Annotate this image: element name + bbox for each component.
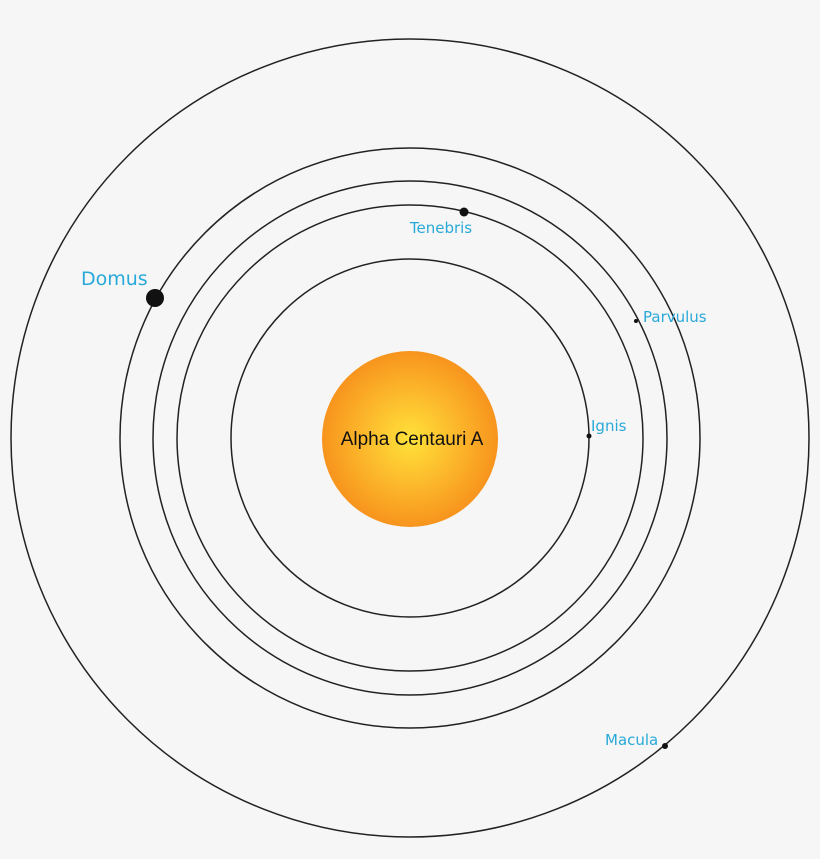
planet-label-domus: Domus <box>81 268 148 290</box>
planet-domus: Domus <box>81 268 164 307</box>
planet-parvulus: Parvulus <box>634 308 707 326</box>
orbit-tenebris <box>176 204 644 672</box>
planet-macula: Macula <box>605 731 668 749</box>
planet-label-tenebris: Tenebris <box>409 219 472 237</box>
planet-tenebris: Tenebris <box>409 207 472 237</box>
planet-dot-macula <box>662 743 668 749</box>
planet-dot-ignis <box>586 433 592 439</box>
planet-dot-tenebris <box>459 207 469 217</box>
planet-ignis: Ignis <box>586 417 627 439</box>
planet-label-macula: Macula <box>605 731 658 749</box>
orbit-3 <box>152 180 668 696</box>
orbits <box>10 38 810 838</box>
planets: Ignis Tenebris Parvulus Domus Macula <box>81 207 707 749</box>
planet-label-parvulus: Parvulus <box>643 308 707 326</box>
orbit-macula <box>10 38 810 838</box>
orbit-parvulus <box>119 147 701 729</box>
planet-dot-parvulus <box>634 319 638 323</box>
star-label: Alpha Centauri A <box>341 429 484 450</box>
planet-dot-domus <box>146 289 164 307</box>
star-body <box>322 351 498 527</box>
star: Alpha Centauri A <box>322 351 498 527</box>
planet-label-ignis: Ignis <box>591 417 627 435</box>
